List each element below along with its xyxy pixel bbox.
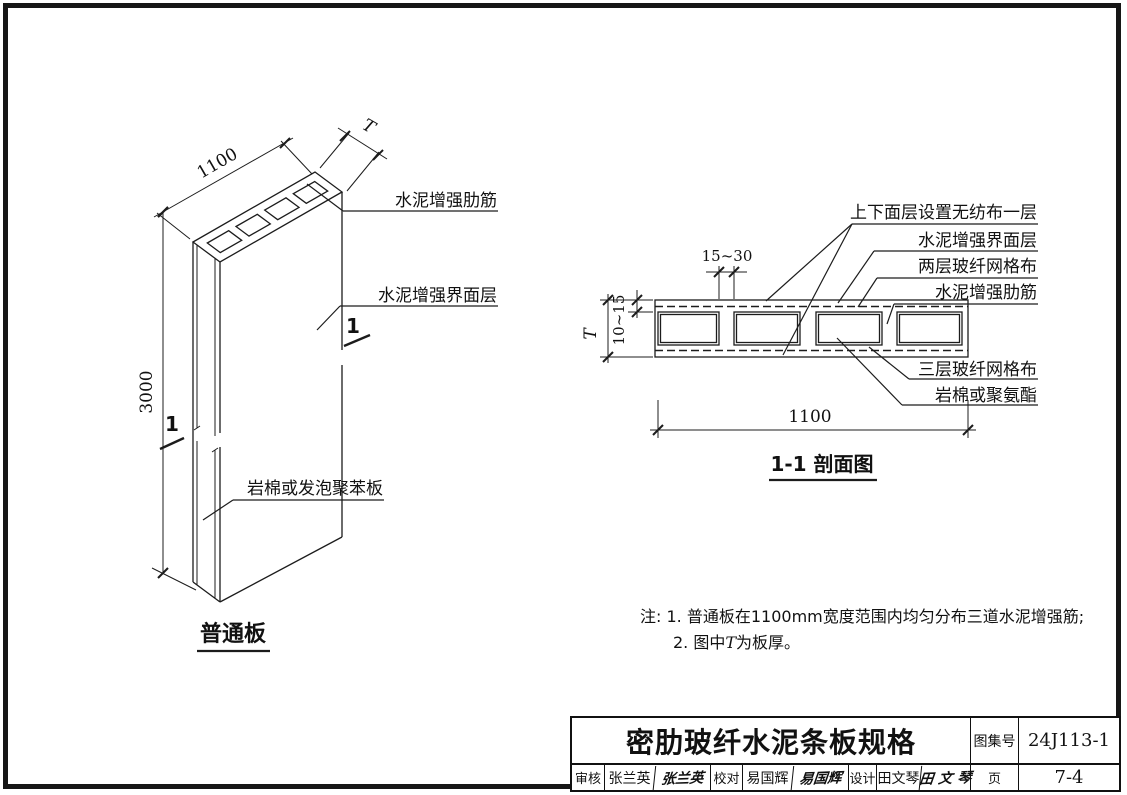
panel-top-face xyxy=(191,171,344,263)
dim-T-label: T xyxy=(359,115,380,139)
label-three-layer-mesh: 三层玻纤网格布 xyxy=(918,360,1037,380)
page-label: 页 xyxy=(970,765,1018,790)
designer-name: 田文琴 xyxy=(876,765,920,790)
dim-15-30-label: 15~30 xyxy=(702,247,753,265)
note2-number: 2. xyxy=(673,633,689,652)
checker-signature: 易国辉 xyxy=(790,764,850,791)
note2-symbol-T: T xyxy=(725,633,737,652)
section-mark-lower: 1 xyxy=(165,412,179,436)
dimension-1100-section: 1100 xyxy=(650,400,976,438)
dim-10-15-label: 10~15 xyxy=(610,295,628,346)
page-border-frame xyxy=(3,3,1121,789)
panel-3d-leaders: 水泥增强肋筋 水泥增强界面层 岩棉或发泡聚苯板 xyxy=(202,183,498,521)
reviewer-name: 张兰英 xyxy=(604,765,654,790)
insulation-blocks xyxy=(657,311,963,346)
label-interface-layer-section: 水泥增强界面层 xyxy=(918,231,1037,251)
note1-number: 1. xyxy=(666,607,682,626)
dim-T-section-label: T xyxy=(581,327,601,340)
panel-3d-title: 普通板 xyxy=(200,621,267,647)
note2-text-post: 为板厚。 xyxy=(736,633,801,652)
section-cut-marks: 1 1 xyxy=(159,314,371,451)
note-prefix: 注: xyxy=(640,607,662,626)
dimension-rib-15-30: 15~30 xyxy=(702,247,753,299)
section-panel xyxy=(654,299,969,358)
design-label: 设计 xyxy=(848,765,876,790)
section-view-drawing: 15~30 10~15 T 1100 xyxy=(581,203,1038,482)
dim-1100-section-label: 1100 xyxy=(788,407,831,427)
title-block-row-2: 审核 张兰英 张兰英 校对 易国辉 易国辉 设计 田文琴 田 文 琴 页 7-4 xyxy=(572,763,1119,791)
label-interface-layer: 水泥增强界面层 xyxy=(378,286,497,306)
checker-name: 易国辉 xyxy=(742,765,792,790)
dimension-T-section: T xyxy=(581,294,653,363)
page-number: 7-4 xyxy=(1018,765,1119,790)
drawing-title: 密肋玻纤水泥条板规格 xyxy=(625,725,916,759)
note-line-1: 注: 1. 普通板在1100mm宽度范围内均匀分布三道水泥增强筋; xyxy=(640,604,1084,630)
dimension-1100-width: 1100 xyxy=(153,137,313,240)
dimension-3000-height: 3000 xyxy=(137,206,197,591)
check-label: 校对 xyxy=(710,765,742,790)
designer-signature: 田 文 琴 xyxy=(919,764,972,791)
review-label: 审核 xyxy=(574,772,601,787)
dimension-T-thickness: T xyxy=(319,115,388,192)
title-block: 密肋玻纤水泥条板规格 图集号 24J113-1 审核 张兰英 张兰英 校对 易国… xyxy=(570,716,1121,792)
label-rockwool-polyurethane: 岩棉或聚氨酯 xyxy=(935,386,1037,406)
section-mark-upper: 1 xyxy=(346,314,360,338)
label-cement-rib: 水泥增强肋筋 xyxy=(395,191,497,211)
label-cement-rib-section: 水泥增强肋筋 xyxy=(935,283,1037,303)
panel-3d-drawing: 1100 3000 T 1 1 水泥增强肋筋 xyxy=(137,115,498,653)
note-line-2: 2. 图中T为板厚。 xyxy=(640,630,1084,656)
note1-text: 普通板在1100mm宽度范围内均匀分布三道水泥增强筋; xyxy=(686,607,1085,626)
label-two-layer-mesh: 两层玻纤网格布 xyxy=(918,257,1037,277)
label-insulation-board: 岩棉或发泡聚苯板 xyxy=(247,479,383,499)
label-nonwoven-layer: 上下面层设置无纺布一层 xyxy=(850,203,1037,223)
note2-text-pre: 图中 xyxy=(693,633,726,652)
section-view-title: 1-1 剖面图 xyxy=(770,452,873,476)
section-leaders: 上下面层设置无纺布一层 水泥增强界面层 两层玻纤网格布 水泥增强肋筋 三层玻纤网… xyxy=(765,203,1038,406)
notes: 注: 1. 普通板在1100mm宽度范围内均匀分布三道水泥增强筋; 2. 图中T… xyxy=(640,604,1084,656)
dim-1100-label: 1100 xyxy=(194,144,241,183)
panel-front-face xyxy=(219,192,343,603)
panel-side-face xyxy=(192,242,221,603)
dimension-skin-10-15: 10~15 xyxy=(600,290,653,345)
reviewer-signature: 张兰英 xyxy=(652,764,712,791)
atlas-number-label: 图集号 xyxy=(970,718,1018,763)
atlas-number-value: 24J113-1 xyxy=(1018,718,1119,763)
title-block-row-1: 密肋玻纤水泥条板规格 图集号 24J113-1 xyxy=(572,718,1119,763)
dim-3000-label: 3000 xyxy=(137,370,157,413)
